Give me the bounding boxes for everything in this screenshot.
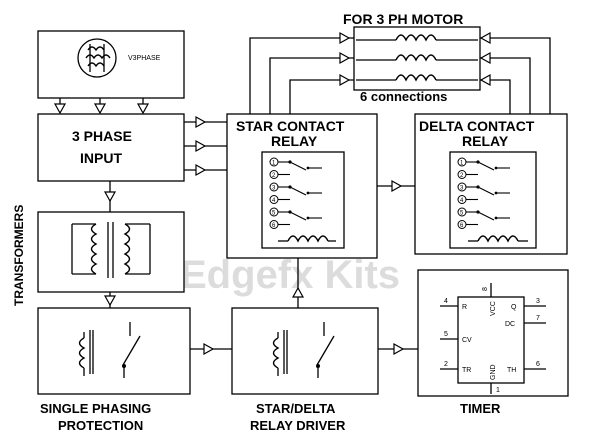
timer-pin-7: 7 [536, 315, 540, 322]
motor-connections-label: 6 connections [360, 89, 447, 104]
timer-pin-vcc: VCC [490, 301, 497, 316]
timer-to-driver-arrow [378, 343, 418, 355]
relay-contact: 4 [269, 195, 290, 204]
relay-contact: 5 [457, 207, 510, 221]
delta-to-motor-wires [480, 32, 551, 114]
transformer-block [37, 211, 185, 293]
timer-pin-6: 6 [536, 361, 540, 368]
delta-label-line2: RELAY [462, 133, 509, 149]
relay-contact: 3 [269, 182, 322, 196]
timer-block: 8 VCC 4 R 3 Q 7 DC 5 CV 2 TR 6 TH 1 GND … [417, 269, 569, 416]
input-to-star-arrows [184, 116, 227, 176]
relay-contact: 1 [269, 157, 322, 171]
timer-pin-3: 3 [536, 298, 540, 305]
input-label-line1: 3 PHASE [72, 128, 132, 144]
relay-contact-number: 3 [272, 186, 276, 192]
relay-contact-number: 3 [460, 186, 464, 192]
transformer-to-protection-arrow [104, 292, 116, 308]
star-to-motor-wires [249, 32, 354, 114]
transformers-label: TRANSFORMERS [12, 205, 26, 306]
relay-contact: 6 [457, 220, 478, 229]
relay-contact-number: 6 [460, 223, 464, 229]
star-label-line2: RELAY [271, 133, 318, 149]
relay-contact-number: 6 [272, 223, 276, 229]
timer-pin-dc: DC [505, 321, 515, 328]
motor-title: FOR 3 PH MOTOR [343, 11, 463, 27]
relay-contact: 1 [457, 157, 510, 171]
driver-label-line2: RELAY DRIVER [250, 418, 346, 433]
driver-to-star-arrow [292, 258, 304, 308]
v3phase-source-block: V3PHASE [37, 30, 185, 99]
single-phasing-protection-block: SINGLE PHASING PROTECTION [37, 307, 191, 433]
timer-pin-5: 5 [444, 331, 448, 338]
three-phase-input-block: 3 PHASE INPUT [37, 113, 185, 182]
relay-contact: 2 [269, 170, 290, 179]
delta-relay-contacts: 1 2 3 4 5 6 [457, 157, 510, 229]
timer-pin-r: R [462, 304, 467, 311]
delta-contact-relay-block: DELTA CONTACT RELAY 1 2 3 4 5 6 [414, 113, 568, 255]
protection-label-line2: PROTECTION [58, 418, 143, 433]
timer-pin-1: 1 [496, 387, 500, 394]
relay-contact-number: 5 [272, 211, 276, 217]
v3phase-label: V3PHASE [128, 55, 161, 62]
relay-contact-number: 1 [460, 161, 464, 167]
relay-contact-number: 4 [272, 198, 276, 204]
relay-driver-block: STAR/DELTA RELAY DRIVER [231, 307, 379, 433]
star-relay-contacts: 1 2 3 4 5 6 [269, 157, 322, 229]
relay-contact-number: 2 [272, 173, 276, 179]
relay-contact: 2 [457, 170, 478, 179]
timer-pin-cv: CV [462, 337, 472, 344]
timer-pin-q: Q [511, 304, 517, 311]
star-label-line1: STAR CONTACT [236, 118, 345, 134]
timer-pin-8: 8 [482, 287, 489, 291]
relay-contact: 3 [457, 182, 510, 196]
timer-pin-gnd: GND [490, 364, 497, 380]
protection-to-driver-arrow [190, 343, 232, 355]
protection-label-line1: SINGLE PHASING [40, 401, 151, 416]
relay-contact-number: 4 [460, 198, 464, 204]
timer-pin-2: 2 [444, 361, 448, 368]
delta-label-line1: DELTA CONTACT [419, 118, 535, 134]
driver-label-line1: STAR/DELTA [256, 401, 336, 416]
timer-pin-4: 4 [444, 298, 448, 305]
timer-pin-th: TH [507, 367, 516, 374]
relay-contact: 5 [269, 207, 322, 221]
relay-contact-number: 5 [460, 211, 464, 217]
timer-pin-tr: TR [462, 367, 471, 374]
relay-contact-number: 1 [272, 161, 276, 167]
star-to-delta-arrow [377, 180, 415, 192]
source-to-input-arrows [54, 98, 149, 114]
timer-label: TIMER [460, 401, 501, 416]
relay-contact-number: 2 [460, 173, 464, 179]
star-contact-relay-block: STAR CONTACT RELAY 1 2 3 4 5 6 [226, 113, 378, 259]
input-label-line2: INPUT [80, 150, 122, 166]
input-to-transformer-arrow [104, 181, 116, 212]
relay-contact: 4 [457, 195, 478, 204]
watermark-text: Edgefx Kits [180, 253, 400, 297]
motor-block: FOR 3 PH MOTOR 6 connections [343, 11, 481, 104]
relay-contact: 6 [269, 220, 290, 229]
